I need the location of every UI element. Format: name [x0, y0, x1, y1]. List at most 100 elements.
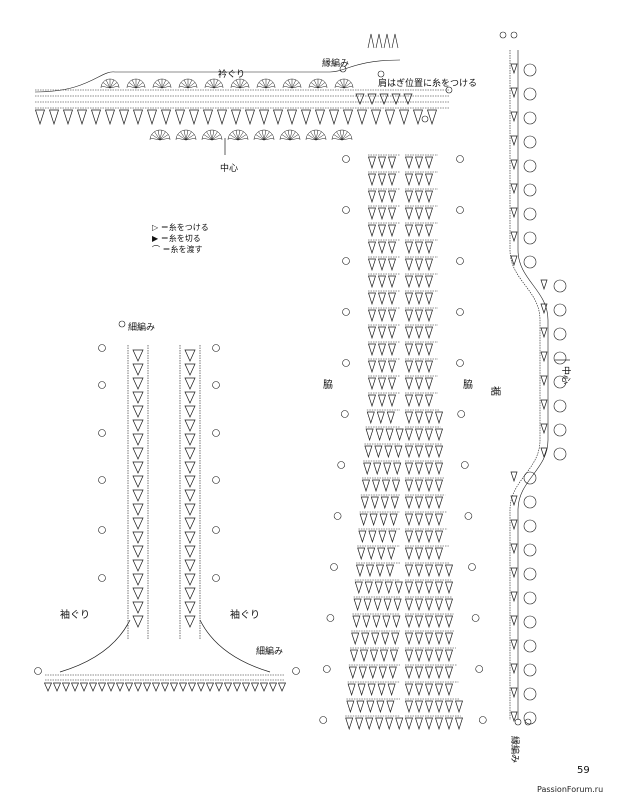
fan-stitch: [187, 79, 193, 89]
shell-stitch: [523, 567, 537, 581]
v-stitch: [415, 615, 423, 629]
v-stitch: [445, 683, 453, 697]
fan-stitch: [258, 131, 265, 141]
fan-stitch: [128, 82, 137, 89]
v-stitch: [368, 156, 376, 170]
v-stitch: [455, 717, 463, 731]
row-marker: [292, 667, 300, 675]
fan-stitch: [185, 134, 195, 141]
v-stitch: [132, 363, 144, 376]
fan-stitch: [205, 85, 215, 89]
shell-stitch: [523, 687, 537, 701]
v-stitch: [415, 360, 423, 374]
fan-stitch: [185, 130, 189, 141]
v-stitch: [359, 513, 368, 527]
v-stitch: [405, 581, 413, 595]
v-stitch: [132, 447, 144, 460]
fan-stitch: [179, 85, 189, 89]
v-stitch: [273, 109, 283, 126]
row-marker: [456, 359, 464, 367]
v-stitch: [388, 241, 396, 255]
v-stitch: [388, 343, 396, 357]
center-label-top: 中心: [220, 162, 238, 174]
yoke-chart: [34, 33, 453, 155]
fan-stitch: [109, 79, 115, 89]
v-stitch: [385, 109, 395, 126]
v-stitch: [382, 479, 390, 493]
shell-stitch: [523, 63, 537, 77]
fan-stitch: [332, 137, 343, 141]
fan-stitch: [261, 130, 265, 141]
v-stitch: [510, 159, 518, 171]
v-stitch: [368, 207, 376, 221]
fan-stitch: [313, 130, 317, 141]
fan-stitch: [185, 131, 192, 141]
row-marker: [456, 206, 464, 214]
v-stitch: [383, 598, 392, 612]
v-stitch: [425, 258, 433, 272]
v-stitch: [184, 559, 196, 572]
v-stitch: [445, 598, 453, 612]
v-stitch: [405, 462, 413, 476]
v-stitch: [425, 275, 433, 289]
fan-arc: [175, 129, 197, 141]
fan-stitch: [339, 130, 343, 141]
v-stitch: [378, 377, 386, 391]
fan-stitch: [291, 85, 301, 89]
v-stitch: [378, 275, 386, 289]
fan-stitch: [187, 85, 197, 89]
v-stitch: [415, 394, 423, 408]
v-stitch: [415, 462, 423, 476]
v-stitch: [435, 598, 443, 612]
v-stitch: [232, 682, 242, 692]
shell-stitch: [553, 351, 567, 365]
v-stitch: [368, 343, 376, 357]
v-stitch: [132, 405, 144, 418]
v-stitch: [405, 615, 413, 629]
v-stitch: [405, 632, 413, 646]
v-stitch: [435, 649, 443, 663]
v-stitch: [35, 109, 45, 126]
v-stitch-top: [367, 33, 375, 49]
v-stitch: [510, 111, 518, 123]
v-stitch: [388, 207, 396, 221]
fan-stitch: [157, 130, 161, 141]
fan-stitch: [213, 79, 219, 89]
v-stitch: [379, 93, 389, 105]
row-marker: [340, 410, 349, 418]
v-stitch: [362, 615, 371, 629]
shell-stitch: [523, 591, 537, 605]
v-stitch: [132, 419, 144, 432]
fan-stitch: [161, 82, 170, 89]
fan-stitch: [131, 79, 137, 89]
fan-stitch: [157, 79, 163, 89]
v-stitch: [445, 717, 453, 731]
v-stitch: [132, 461, 144, 474]
fan-stitch: [209, 79, 215, 89]
fan-stitch: [306, 137, 317, 141]
v-stitch: [392, 615, 401, 629]
v-stitch: [351, 632, 360, 646]
row-marker: [98, 476, 106, 484]
v-stitch: [405, 173, 413, 187]
v-stitch: [388, 666, 397, 680]
fan-stitch: [263, 130, 267, 141]
v-stitch: [415, 241, 423, 255]
fan-stitch: [159, 131, 166, 141]
v-stitch: [366, 700, 375, 714]
v-stitch: [378, 360, 386, 374]
v-stitch: [161, 109, 171, 126]
shoulder-note: 肩はぎ位置に糸をつける: [378, 77, 477, 89]
v-stitch: [425, 445, 433, 459]
v-stitch: [377, 547, 386, 561]
v-stitch: [405, 666, 413, 680]
v-stitch: [355, 717, 364, 731]
v-stitch: [415, 292, 423, 306]
v-stitch: [405, 598, 413, 612]
fan-stitch: [343, 79, 349, 89]
v-stitch: [370, 649, 378, 663]
fan-arc: [334, 78, 354, 89]
row-marker: [342, 359, 350, 367]
shell-stitch: [523, 663, 537, 677]
